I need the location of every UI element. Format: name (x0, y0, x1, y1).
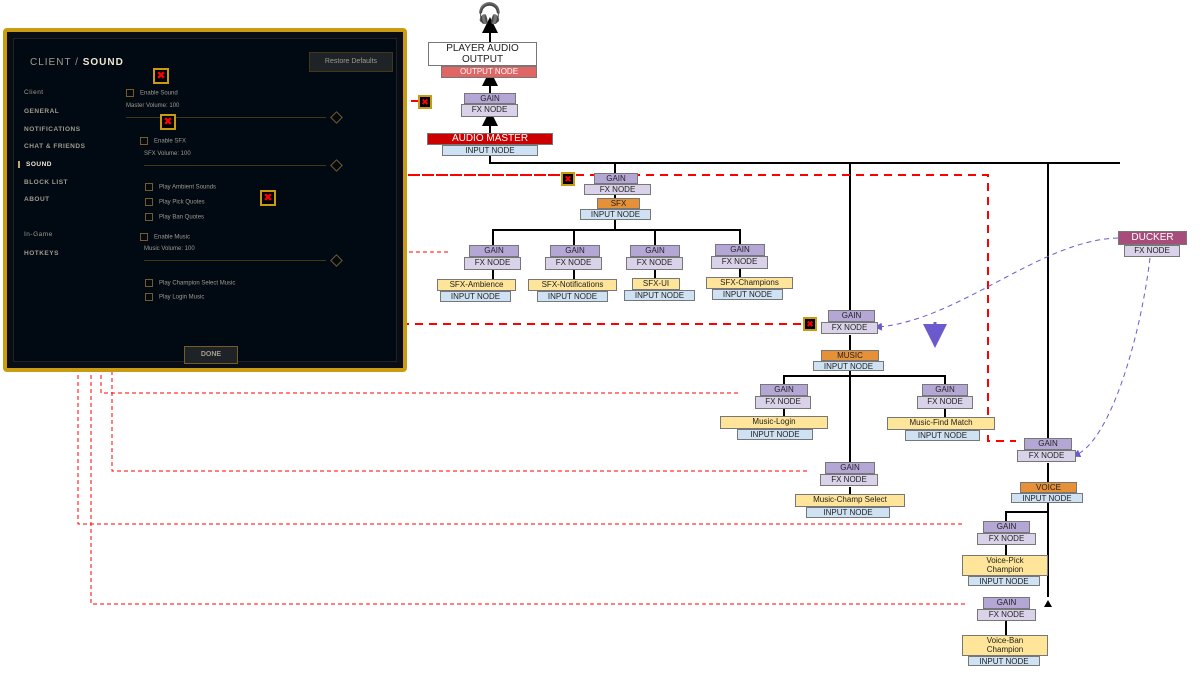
music-champ-input: INPUT NODE (806, 507, 890, 518)
voice-pick-input: INPUT NODE (968, 576, 1040, 586)
sfx-ambience-gain: GAIN (469, 245, 519, 257)
voice-pick-fx: FX NODE (977, 533, 1036, 545)
mute-x-icon: ✖ (561, 172, 575, 186)
music-login-input: INPUT NODE (737, 429, 813, 440)
ducker-fx-node: FX NODE (1124, 245, 1180, 257)
music-find-input: INPUT NODE (905, 430, 980, 441)
restore-defaults-button[interactable]: Restore Defaults (309, 52, 393, 72)
music-login-gain: GAIN (760, 384, 808, 396)
music-volume-label: Music Volume: 100 (144, 246, 195, 252)
mute-x-icon: ✖ (418, 95, 432, 109)
sfx-notifications-input: INPUT NODE (537, 291, 608, 302)
master-gain: GAIN (464, 93, 516, 104)
sfx-notifications-gain: GAIN (550, 245, 600, 257)
music-champ-gain: GAIN (825, 462, 875, 474)
sfx-notifications-fx: FX NODE (545, 257, 602, 270)
audio-master-node: AUDIO MASTER (427, 133, 553, 145)
output-node: OUTPUT NODE (441, 66, 537, 78)
enable-music-checkbox[interactable]: Enable Music (140, 233, 190, 241)
title-prefix: CLIENT (30, 57, 72, 68)
player-audio-output-node: PLAYER AUDIO OUTPUT (428, 42, 537, 66)
sfx-gain: GAIN (594, 173, 638, 184)
music-champ-select-label: Music-Champ Select (795, 494, 905, 507)
master-input-node: INPUT NODE (442, 145, 538, 156)
nav-hotkeys[interactable]: HOTKEYS (24, 250, 59, 257)
sfx-ui-fx: FX NODE (626, 257, 683, 270)
voice-gain: GAIN (1024, 438, 1072, 450)
mute-x-icon: ✖ (153, 68, 169, 84)
sfx-ui-label: SFX-UI (632, 278, 680, 290)
voice-ban-label: Voice-Ban Champion (962, 635, 1048, 656)
nav-notifications[interactable]: NOTIFICATIONS (24, 126, 81, 133)
nav-about[interactable]: ABOUT (24, 196, 50, 203)
sfx-champions-label: SFX-Champions (706, 277, 793, 289)
sfx-champions-input: INPUT NODE (712, 289, 783, 300)
mute-x-icon: ✖ (260, 190, 276, 206)
pick-quotes-checkbox[interactable]: Play Pick Quotes (145, 198, 205, 206)
sfx-input-node: INPUT NODE (580, 209, 651, 220)
master-volume-label: Master Volume: 100 (126, 103, 180, 109)
music-fx-node: FX NODE (821, 322, 878, 334)
voice-fx-node: FX NODE (1017, 450, 1076, 462)
login-music-checkbox[interactable]: Play Login Music (145, 293, 204, 301)
music-input-node: INPUT NODE (813, 361, 884, 371)
sfx-group-node: SFX (597, 198, 640, 209)
headphones-icon: 🎧 (477, 3, 502, 25)
master-volume-knob[interactable] (330, 111, 343, 124)
nav-general[interactable]: GENERAL (24, 108, 60, 115)
voice-ban-gain: GAIN (983, 597, 1030, 609)
sfx-volume-knob[interactable] (330, 159, 343, 172)
music-find-gain: GAIN (922, 384, 968, 396)
voice-ban-fx: FX NODE (977, 609, 1036, 621)
master-fx-node: FX NODE (461, 104, 518, 117)
title-main: SOUND (82, 57, 124, 68)
title-sep: / (75, 57, 79, 68)
voice-pick-label: Voice-Pick Champion (962, 555, 1048, 576)
panel-title: CLIENT / SOUND (30, 57, 124, 68)
ambient-checkbox[interactable]: Play Ambient Sounds (145, 183, 216, 191)
nav-block-list[interactable]: BLOCK LIST (24, 179, 68, 186)
voice-pick-gain: GAIN (983, 521, 1030, 533)
sfx-volume-slider[interactable] (144, 165, 326, 166)
ban-quotes-checkbox[interactable]: Play Ban Quotes (145, 213, 204, 221)
enable-sfx-checkbox[interactable]: Enable SFX (140, 137, 186, 145)
voice-group-node: VOICE (1020, 482, 1077, 493)
sfx-champions-gain: GAIN (715, 244, 765, 256)
sfx-champions-fx: FX NODE (711, 256, 768, 269)
sfx-ambience-fx: FX NODE (464, 257, 521, 270)
music-find-fx: FX NODE (917, 396, 973, 409)
sfx-volume-label: SFX Volume: 100 (144, 151, 191, 157)
music-gain: GAIN (828, 310, 875, 322)
champ-select-music-checkbox[interactable]: Play Champion Select Music (145, 279, 235, 287)
sfx-fx-node: FX NODE (584, 184, 651, 195)
sfx-ui-gain: GAIN (630, 245, 680, 257)
nav-sound[interactable]: SOUND (18, 161, 52, 168)
music-group-node: MUSIC (821, 350, 879, 361)
mute-x-icon: ✖ (160, 114, 176, 130)
ducker-node: DUCKER (1118, 231, 1187, 245)
music-login-fx: FX NODE (755, 396, 811, 409)
nav-client-heading: Client (24, 89, 44, 96)
done-button[interactable]: DONE (184, 346, 238, 364)
sfx-ambience-input: INPUT NODE (440, 291, 511, 302)
mute-x-icon: ✖ (803, 317, 817, 331)
sound-settings-panel: CLIENT / SOUND Restore Defaults Client G… (3, 28, 407, 372)
nav-ingame-heading: In-Game (24, 231, 53, 238)
master-volume-slider[interactable] (126, 117, 326, 118)
music-volume-slider[interactable] (144, 260, 326, 261)
voice-input-node: INPUT NODE (1011, 493, 1083, 503)
sfx-ambience-label: SFX-Ambience (437, 279, 516, 291)
music-login-label: Music-Login (720, 416, 828, 429)
music-find-match-label: Music-Find Match (887, 417, 995, 430)
music-champ-fx: FX NODE (820, 474, 878, 486)
sfx-notifications-label: SFX-Notifications (528, 279, 617, 291)
music-volume-knob[interactable] (330, 254, 343, 267)
enable-sound-checkbox[interactable]: Enable Sound (126, 89, 178, 97)
sfx-ui-input: INPUT NODE (624, 290, 695, 301)
voice-ban-input: INPUT NODE (968, 656, 1040, 666)
nav-chat-friends[interactable]: CHAT & FRIENDS (24, 143, 86, 150)
